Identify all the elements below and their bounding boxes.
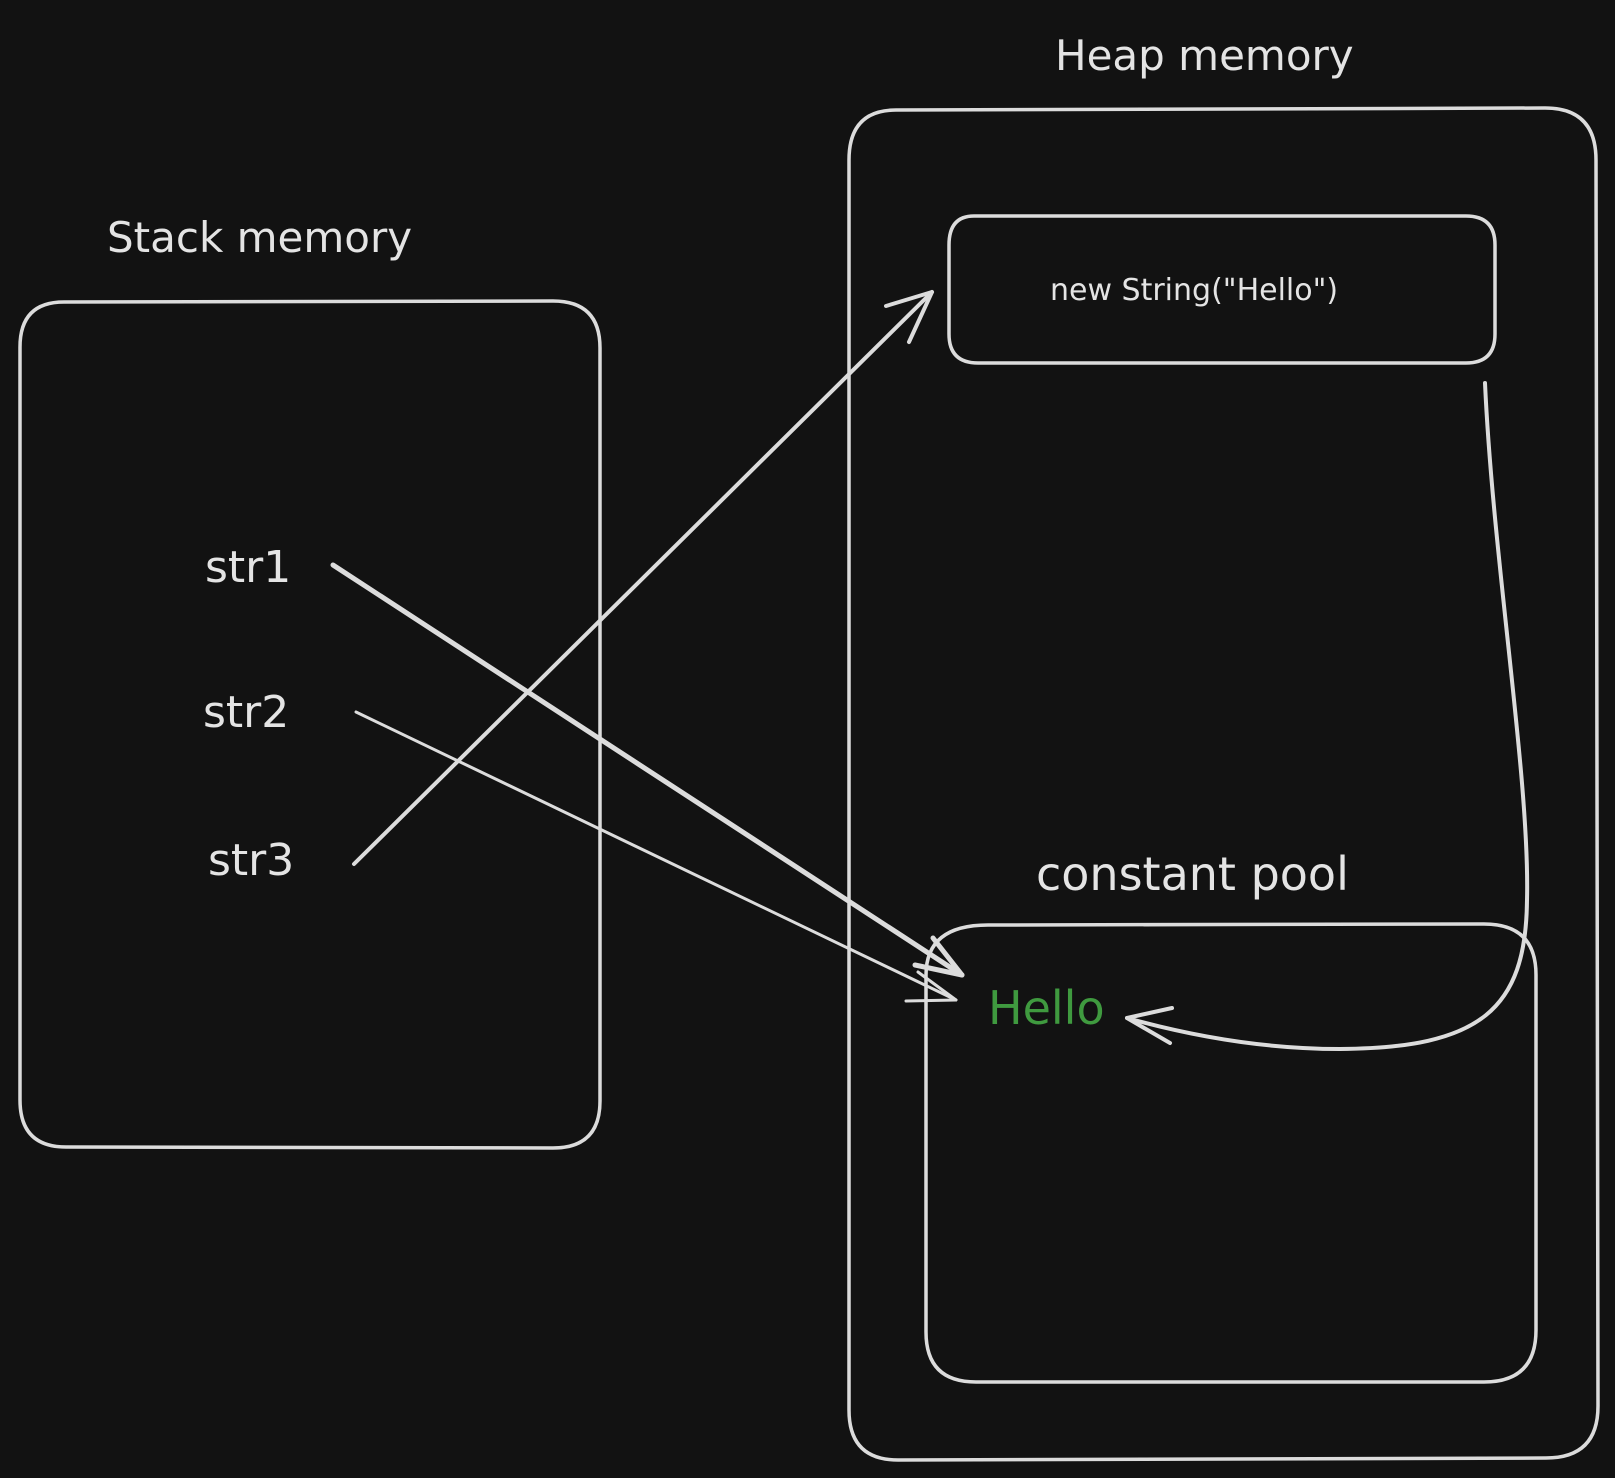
arrow-object-to-pool <box>1125 381 1530 1051</box>
constant-pool-title: constant pool <box>1036 847 1349 901</box>
variable-str3: str3 <box>208 835 294 886</box>
variable-str1: str1 <box>205 542 291 593</box>
variable-str2: str2 <box>203 687 289 738</box>
pool-value-hello: Hello <box>988 981 1105 1035</box>
heap-memory-title: Heap memory <box>1055 31 1354 80</box>
string-object-label: new String("Hello") <box>1050 273 1338 308</box>
stack-memory-title: Stack memory <box>107 213 412 262</box>
arrow-str2-to-pool <box>354 710 958 1003</box>
arrow-str1-to-pool <box>330 562 965 978</box>
reference-arrows <box>330 290 1530 1051</box>
constant-pool-box <box>924 922 1538 1384</box>
heap-memory-region: Heap memory new String("Hello") constant… <box>847 31 1600 1462</box>
arrow-str3-to-object <box>352 290 934 866</box>
heap-memory-box <box>847 106 1600 1462</box>
string-object-box <box>947 214 1497 365</box>
stack-memory-region: Stack memory str1 str2 str3 <box>18 213 602 1150</box>
stack-memory-box <box>18 299 602 1150</box>
